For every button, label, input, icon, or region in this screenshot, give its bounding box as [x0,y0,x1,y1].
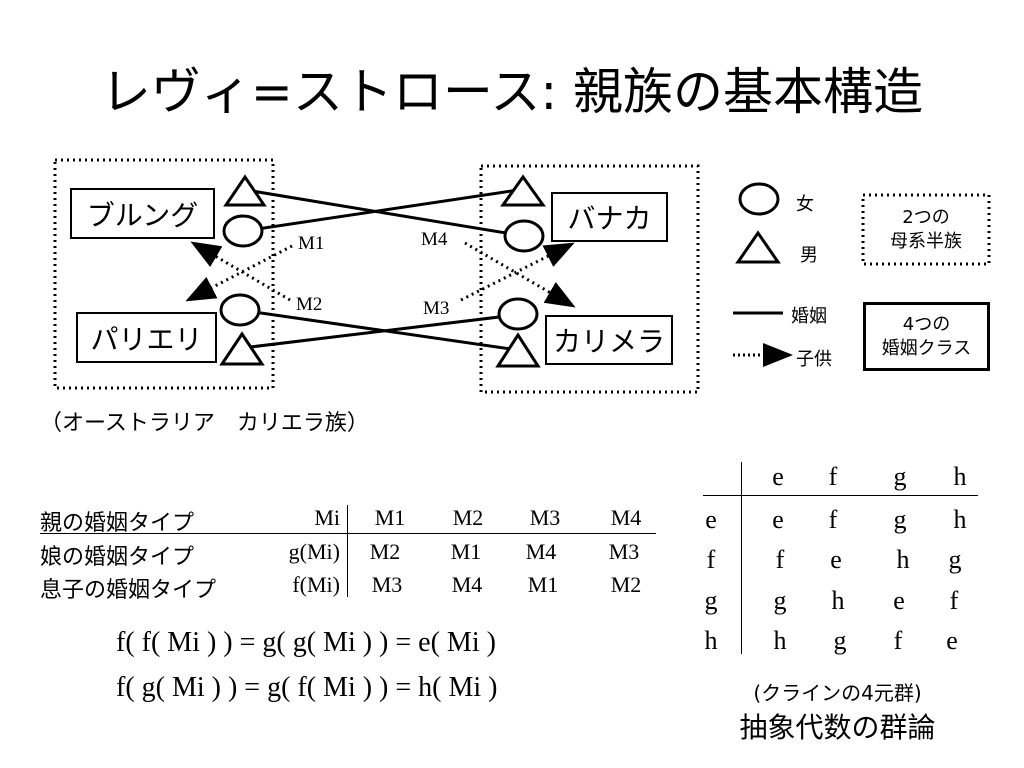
child-arrow-1 [190,241,291,302]
klein-cell: g [893,505,907,534]
clan-box-burungu: ブルング [70,188,215,239]
child-arrow-3 [460,242,575,302]
moiety-group-left [53,158,275,390]
klein-header: e [772,462,784,491]
table-cell: M4 [525,539,557,564]
legend-class-line2: 婚姻クラス [881,337,972,359]
klein-cell: g [948,545,962,574]
klein-row-head: e [705,505,717,534]
table-cell: M3 [608,539,640,564]
klein-cell: f [828,505,838,534]
legend-marriage-label: 婚姻 [791,306,827,327]
klein-cell: h [953,505,967,534]
male-triangle [500,174,546,207]
marriage-label-m2: M2 [294,294,325,316]
female-circle [503,219,545,253]
klein-subtitle: 抽象代数の群論 [739,711,936,744]
table-row-label: 娘の婚姻タイプ [40,545,195,570]
legend-moiety-line2: 母系半族 [890,230,962,252]
table-cell: M1 [527,572,559,597]
klein-header: g [893,462,907,491]
klein-cell: f [775,545,785,574]
table-row-fn: g(Mi) [288,539,340,564]
legend-male-icon [735,230,781,264]
table-cell: M2 [610,572,642,597]
klein-divider-vertical [741,462,742,654]
klein-header: f [828,462,838,491]
legend-female-icon [738,182,780,216]
table-divider-vertical [347,505,348,597]
table-row-fn: Mi [314,505,340,530]
legend-male-label: 男 [800,245,818,266]
formula-identity: f( f( Mi ) ) = g( g( Mi ) ) = e( Mi ) [116,627,496,658]
marriage-label-m1: M1 [296,233,327,255]
marriage-label-m3: M3 [421,298,452,320]
table-cell: M1 [450,539,482,564]
klein-cell: h [831,586,845,615]
klein-caption: (クラインの4元群) [753,681,922,705]
male-triangle [223,174,267,207]
diagram-caption: （オーストラリア カリエラ族） [40,411,369,436]
klein-cell: f [949,586,959,615]
klein-header: h [953,462,967,491]
table-cell: M3 [529,505,561,530]
table-cell: M4 [610,505,642,530]
klein-cell: e [830,545,842,574]
marriage-line-m3 [241,312,525,350]
table-row-label: 親の婚姻タイプ [40,511,195,536]
legend-female-label: 女 [796,194,814,215]
table-cell: M4 [451,572,483,597]
klein-cell: e [772,505,784,534]
child-arrow-4 [464,241,576,308]
klein-cell: h [773,626,787,655]
legend-child-label: 子供 [796,349,832,370]
klein-cell: h [896,545,910,574]
klein-cell: e [946,626,958,655]
marriage-line-m1 [243,188,519,233]
table-cell: M2 [369,539,401,564]
klein-cell: g [833,626,847,655]
table-row-label: 息子の婚姻タイプ [40,578,217,603]
klein-row-head: h [704,626,718,655]
moiety-group-right [479,164,700,394]
legend-class-box: 4つの 婚姻クラス [863,302,990,371]
female-circle [222,214,264,248]
klein-cell: e [893,586,905,615]
legend-class-line1: 4つの [902,314,951,336]
klein-divider-horizontal [703,495,978,496]
clan-box-banaka: バナカ [551,192,668,242]
table-cell: M3 [371,572,403,597]
klein-row-head: f [706,545,716,574]
formula-composition: f( g( Mi ) ) = g( f( Mi ) ) = h( Mi ) [116,672,498,703]
legend-moiety-box [861,193,991,266]
legend-moiety-line1: 2つの [902,207,950,229]
child-arrow-2 [185,244,293,302]
page-title: レヴィ=ストロース: 親族の基本構造 [100,63,924,121]
clan-box-karimera: カリメラ [545,315,673,365]
klein-row-head: g [704,586,718,615]
marriage-line-m4 [245,188,525,238]
male-triangle [219,331,265,366]
table-divider-horizontal [40,533,656,534]
female-circle [497,297,539,331]
legend-moiety-text: 2つの 母系半族 [863,195,989,264]
marriage-label-m4: M4 [419,229,450,251]
clan-box-parieri: パリエリ [76,312,217,363]
klein-cell: f [893,626,903,655]
table-cell: M2 [452,505,484,530]
table-cell: M1 [374,505,406,530]
table-row-fn: f(Mi) [292,572,340,597]
klein-cell: g [773,586,787,615]
male-triangle [495,332,541,368]
female-circle [219,293,261,327]
